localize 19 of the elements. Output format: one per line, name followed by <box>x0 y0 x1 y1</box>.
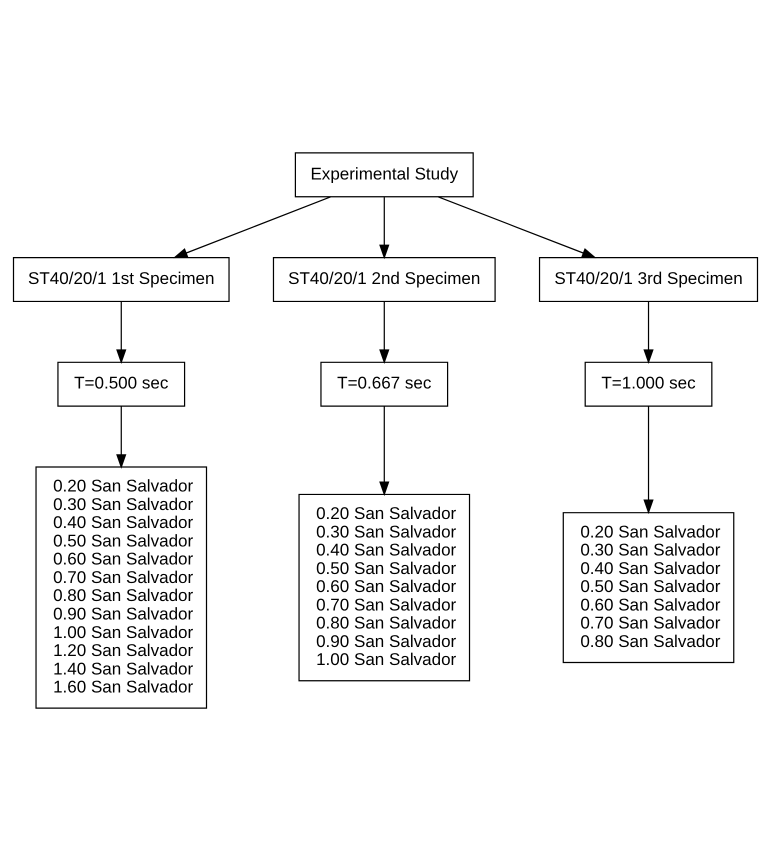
arrow <box>379 406 390 496</box>
node-box: ST40/20/1 3rd Specimen <box>538 256 758 302</box>
arrow <box>116 406 126 469</box>
node-box: T=1.000 sec <box>584 362 712 407</box>
arrow <box>643 406 654 514</box>
node-box: ST40/20/1 1st Specimen <box>12 256 230 302</box>
arrow <box>438 196 597 258</box>
arrow <box>116 302 126 364</box>
node-box: T=0.667 sec <box>320 362 448 407</box>
node-box: 0.20 San Salvador 0.30 San Salvador 0.40 San Salvador 0.50 San Salvador 0.60 San Salvador 0.70 San Salvador 0.80 San Salvador 0.90 San Salvador 1.00 San Salvador <box>298 494 470 682</box>
arrow <box>379 197 390 260</box>
node-box: T=0.500 sec <box>57 362 186 407</box>
node-box: Experimental Study <box>294 152 474 198</box>
arrow <box>173 196 331 258</box>
arrow <box>379 302 390 364</box>
node-box: 0.20 San Salvador 0.30 San Salvador 0.40 San Salvador 0.50 San Salvador 0.60 San Salvador 0.70 San Salvador 0.80 San Salvador 0.90 San Salvador 1.00 San Salvador 1.20 San Salvador 1.40 San Salvador 1.60 San Salvador <box>35 466 208 709</box>
node-box: 0.20 San Salvador 0.30 San Salvador 0.40 San Salvador 0.50 San Salvador 0.60 San Salvador 0.70 San Salvador 0.80 San Salvador <box>562 512 734 664</box>
node-box: ST40/20/1 2nd Specimen <box>272 256 496 302</box>
arrow <box>643 302 654 364</box>
